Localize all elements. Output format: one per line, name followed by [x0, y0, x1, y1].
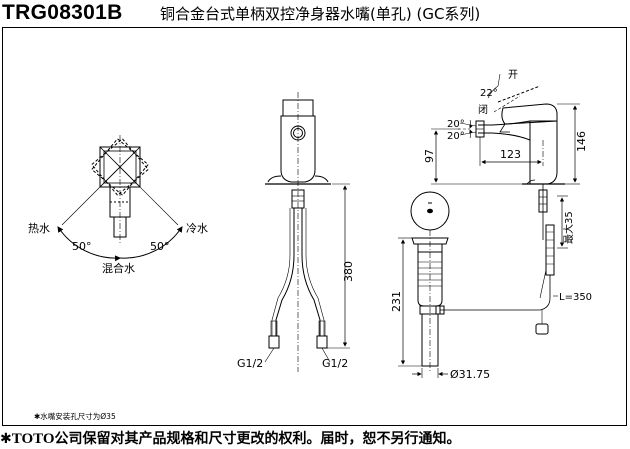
hot-water-label: 热水	[28, 222, 50, 235]
right-angle-label: 50°	[150, 240, 170, 253]
install-hole-note: ✱水嘴安装孔尺寸为Ø35	[34, 411, 116, 421]
dim-231-label: 231	[390, 291, 403, 312]
angle-down-label: 20°	[447, 131, 465, 142]
lever-angle-label: 22°	[480, 88, 498, 99]
dim-97-label: 97	[423, 149, 436, 163]
right-thread-label: G1/2	[322, 357, 348, 370]
angle-up-label: 20°	[447, 119, 465, 130]
hose-length-label: L=350	[559, 292, 592, 303]
dim-146-label: 146	[575, 131, 588, 152]
drain-diameter-label: Ø31.75	[450, 368, 490, 381]
title-row: TRG08301B 铜合金台式单柄双控净身器水嘴(单孔) (GC系列)	[0, 0, 630, 26]
cold-water-label: 冷水	[186, 222, 208, 235]
model-number: TRG08301B	[2, 1, 123, 24]
side-view	[398, 73, 580, 378]
dim-380-label: 380	[342, 261, 355, 282]
footer-disclaimer: ✱TOTO公司保留对其产品规格和尺寸更改的权利。届时，恕不另行通知。	[0, 429, 461, 449]
left-thread-label: G1/2	[237, 357, 263, 370]
brand-logo: TOTO	[11, 431, 55, 447]
footer-star: ✱	[0, 431, 12, 447]
left-angle-label: 50°	[72, 240, 92, 253]
front-view	[264, 92, 350, 372]
max-35-label: 最大35	[562, 211, 575, 244]
top-view	[57, 135, 183, 262]
drawing-frame	[2, 27, 627, 426]
product-name: 铜合金台式单柄双控净身器水嘴(单孔) (GC系列)	[160, 5, 481, 23]
dim-123-label: 123	[500, 148, 521, 161]
open-label: 开	[508, 70, 518, 81]
footer-text: 公司保留对其产品规格和尺寸更改的权利。届时，恕不另行通知。	[54, 431, 461, 447]
mix-water-label: 混合水	[102, 261, 135, 275]
closed-label: 闭	[478, 103, 488, 116]
